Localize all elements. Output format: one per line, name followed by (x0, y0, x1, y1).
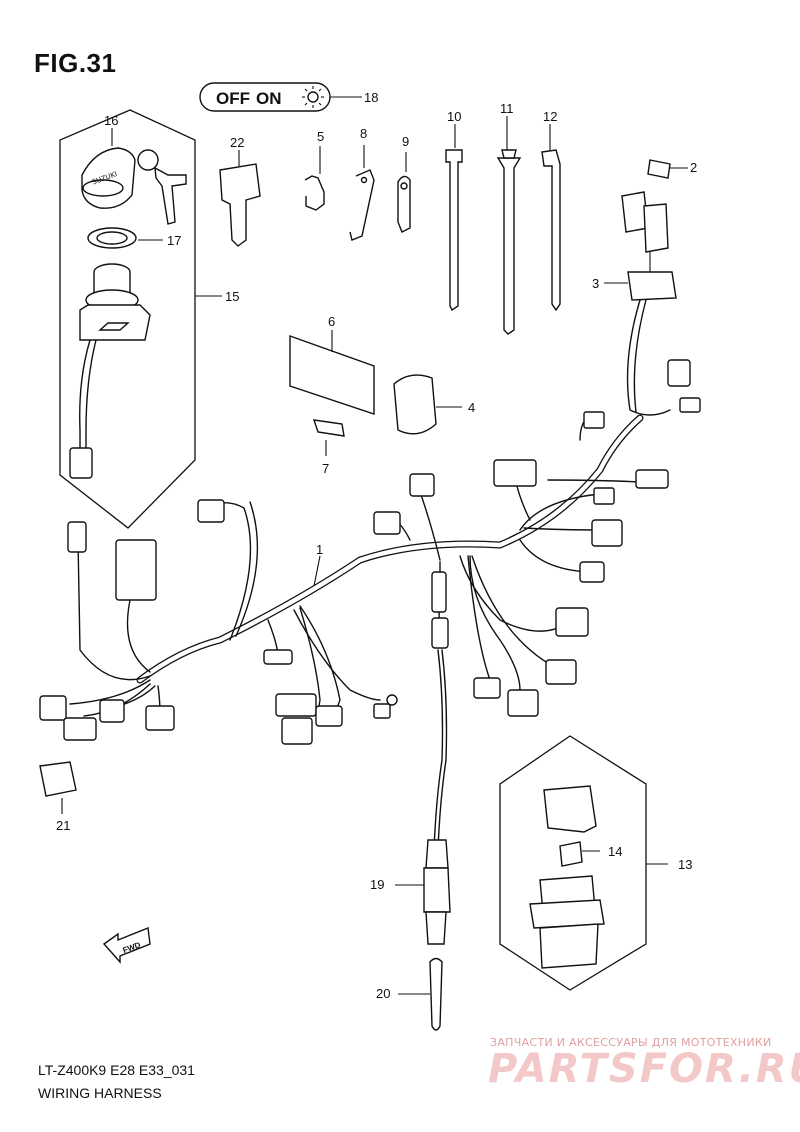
cable-tie-11 (496, 116, 522, 335)
callout-14: 14 (608, 844, 622, 859)
oxygen-sensor-19 (395, 839, 451, 945)
callout-18: 18 (364, 90, 378, 105)
clamp-5 (304, 146, 325, 211)
callout-3: 3 (592, 276, 599, 291)
callout-10: 10 (447, 109, 461, 124)
callout-15: 15 (225, 289, 239, 304)
callout-21: 21 (56, 818, 70, 833)
cable-tie-10 (445, 124, 463, 312)
callout-6: 6 (328, 314, 335, 329)
callout-13: 13 (678, 857, 692, 872)
callout-9: 9 (402, 134, 409, 149)
callout-8: 8 (360, 126, 367, 141)
ignition-cap: SUZUKI (81, 147, 136, 209)
fuse-2 (647, 159, 688, 179)
callout-22: 22 (230, 135, 244, 150)
off-on-switch-label: OFF ON (199, 82, 362, 112)
cover-4 (393, 374, 462, 435)
cable-tie-12 (541, 124, 561, 312)
figure-name: WIRING HARNESS (38, 1085, 162, 1101)
light-icon (302, 86, 324, 108)
figure-title: FIG.31 (34, 48, 117, 78)
sensor-element-20 (398, 957, 443, 1031)
clamp-9 (397, 152, 411, 233)
clamp-8 (349, 145, 375, 241)
model-code: LT-Z400K9 E28 E33_031 (38, 1062, 195, 1078)
callout-7: 7 (322, 461, 329, 476)
callout-5: 5 (317, 129, 324, 144)
callout-1: 1 (316, 542, 323, 557)
ignition-key-ring (137, 149, 187, 225)
forward-arrow-icon: FWD (102, 927, 151, 964)
callout-2: 2 (690, 160, 697, 175)
relay-block (529, 875, 605, 969)
callout-19: 19 (370, 877, 384, 892)
relay-group-box (499, 735, 647, 991)
callout-16: 16 (104, 113, 118, 128)
spare-key (219, 150, 261, 247)
main-harness (69, 413, 644, 851)
watermark-site: PARTSFOR.RU (488, 1046, 800, 1092)
watermark-tagline: ЗАПЧАСТИ И АКСЕССУАРЫ ДЛЯ МОТОТЕХНИКИ (490, 1036, 772, 1049)
callout-17: 17 (167, 233, 181, 248)
ignition-nut-ring (87, 227, 163, 249)
callout-11: 11 (500, 101, 514, 116)
grommet-7 (312, 419, 345, 456)
ignition-switch (69, 263, 151, 479)
relay-fuse-14 (559, 841, 600, 867)
fuse-holder-3 (604, 191, 701, 416)
harness-connectors (39, 411, 669, 745)
connector-21 (39, 761, 77, 814)
relay-cover (543, 785, 597, 833)
callout-12: 12 (543, 109, 557, 124)
label-sheet-6 (289, 330, 375, 415)
callout-4: 4 (468, 400, 475, 415)
switch-on-text: ON (256, 89, 282, 108)
switch-off-text: OFF (216, 89, 250, 108)
callout-20: 20 (376, 986, 390, 1001)
ignition-group-box (59, 109, 196, 529)
